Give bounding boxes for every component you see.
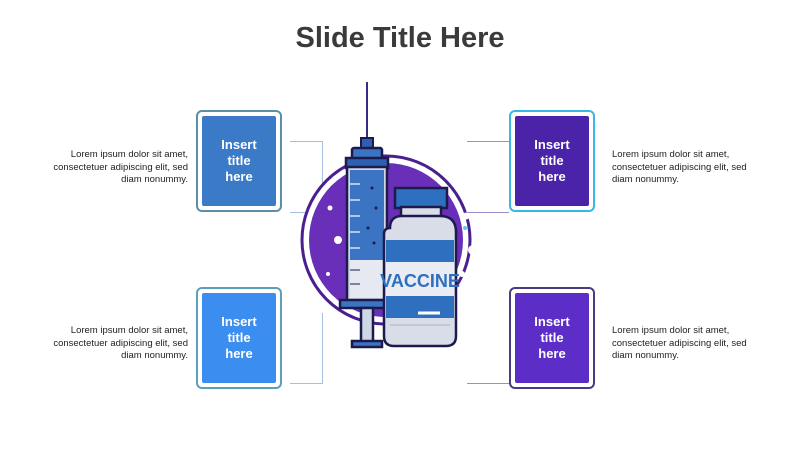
card-bottom-right[interactable]: Insert title here (509, 287, 595, 389)
connector-bottom-left (290, 313, 323, 384)
connector-bottom-right (467, 313, 509, 384)
slide-title: Slide Title Here (295, 22, 505, 54)
card-title: Insert title here (515, 293, 589, 383)
card-title: Insert title here (202, 293, 276, 383)
description-top-left: Lorem ipsum dolor sit amet, consectetuer… (53, 149, 188, 185)
description-bottom-right: Lorem ipsum dolor sit amet, consectetuer… (612, 325, 747, 361)
connector-top-right (467, 141, 509, 213)
card-bottom-left[interactable]: Insert title here (196, 287, 282, 389)
card-title: Insert title here (515, 116, 589, 206)
syringe-icon (338, 82, 396, 349)
vial-label: VACCINE (380, 271, 460, 291)
description-bottom-left: Lorem ipsum dolor sit amet, consectetuer… (53, 325, 188, 361)
vaccine-illustration: VACCINE (300, 82, 478, 349)
card-title: Insert title here (202, 116, 276, 206)
description-top-right: Lorem ipsum dolor sit amet, consectetuer… (612, 149, 747, 185)
card-top-left[interactable]: Insert title here (196, 110, 282, 212)
vaccine-vial-icon: VACCINE (380, 186, 460, 348)
card-top-right[interactable]: Insert title here (509, 110, 595, 212)
